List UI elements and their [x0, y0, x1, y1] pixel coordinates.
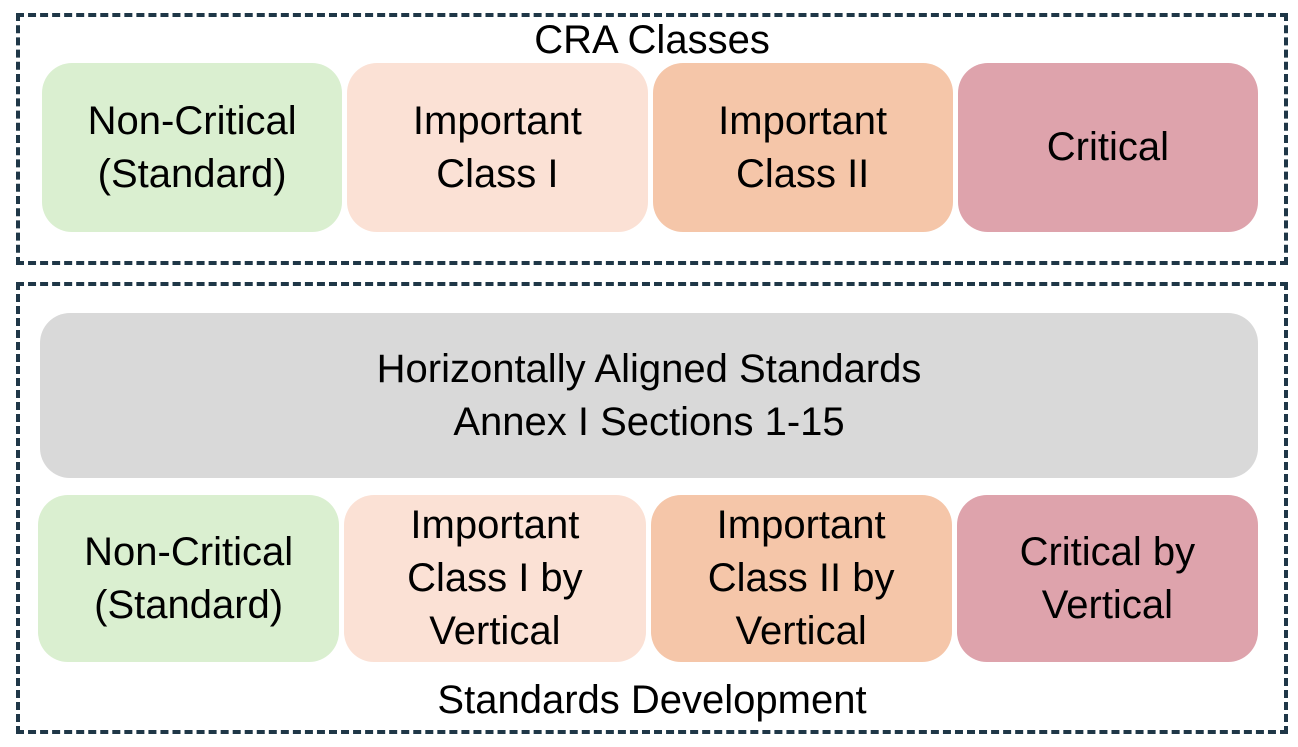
box-label: Critical — [1046, 125, 1169, 170]
standards-box-row: Non-Critical (Standard) Important Class … — [38, 495, 1258, 662]
box-label: Important Class II — [718, 98, 888, 196]
box-label: Non-Critical (Standard) — [87, 98, 297, 196]
box-important-class-2-by-vertical: Important Class II by Vertical — [650, 495, 952, 662]
box-important-class-1-by-vertical: Important Class I by Vertical — [344, 495, 646, 662]
box-label: Important Class I by Vertical — [407, 503, 583, 653]
box-critical: Critical — [957, 63, 1258, 232]
box-label: Important Class II by Vertical — [707, 503, 895, 653]
box-label: Important Class I — [412, 98, 582, 196]
cra-classes-section: CRA Classes Non-Critical (Standard) Impo… — [16, 13, 1288, 265]
cra-classes-box-row: Non-Critical (Standard) Important Class … — [42, 63, 1258, 232]
box-label: Critical by Vertical — [1019, 529, 1196, 627]
box-important-class-1: Important Class I — [347, 63, 648, 232]
banner-label: Horizontally Aligned Standards Annex I S… — [376, 346, 922, 444]
standards-development-section: Horizontally Aligned Standards Annex I S… — [16, 282, 1288, 734]
box-non-critical-standard: Non-Critical (Standard) — [38, 495, 340, 662]
cra-classes-title: CRA Classes — [534, 18, 770, 62]
box-label: Non-Critical (Standard) — [84, 529, 294, 627]
box-important-class-2: Important Class II — [652, 63, 953, 232]
box-critical-by-vertical: Critical by Vertical — [956, 495, 1258, 662]
horizontally-aligned-standards-banner: Horizontally Aligned Standards Annex I S… — [40, 313, 1258, 478]
box-non-critical-standard: Non-Critical (Standard) — [42, 63, 343, 232]
standards-development-title: Standards Development — [437, 678, 867, 722]
